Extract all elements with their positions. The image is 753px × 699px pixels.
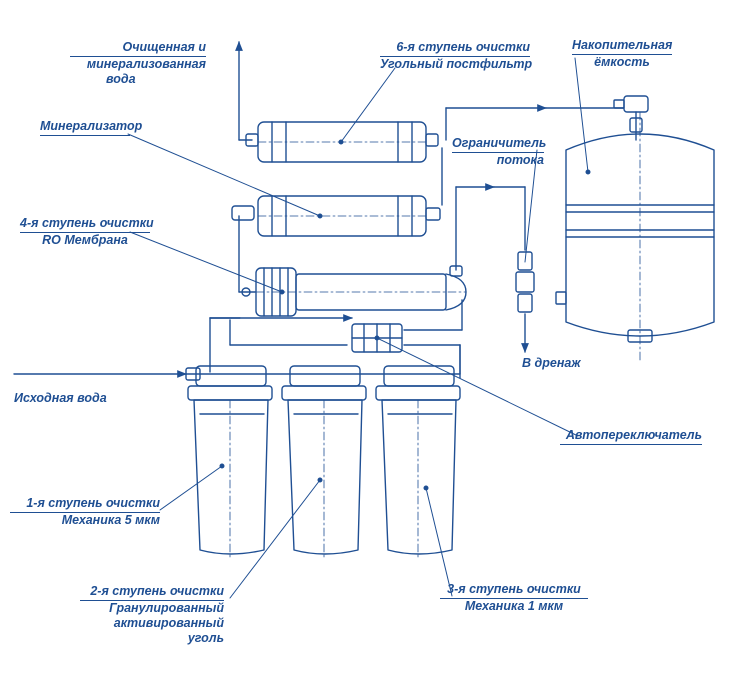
flow-restrictor [515,251,535,313]
label-stage2: 2-я ступень очистки Гранулированный акти… [80,584,224,646]
filter-housing-1 [185,365,273,561]
mineralizer [231,195,441,237]
auto-switch [351,323,403,353]
filter-housing-2 [281,365,367,561]
leader-lines [127,57,589,599]
label-source-water: Исходная вода [14,391,107,405]
label-storage-tank: Накопительная ёмкость [572,38,673,69]
ro-membrane [241,265,467,317]
label-stage6: 6-я ступень очистки Угольный постфильтр [380,40,533,71]
filter-housing-3 [375,365,461,561]
label-purified-water: Очищенная и минерализованная вода [70,40,206,87]
label-stage1: 1-я ступень очистки Механика 5 мкм [10,496,160,528]
label-mineralizer: Минерализатор [40,119,142,136]
label-auto-switch: Автопереключатель [560,428,702,445]
label-stage4: 4-я ступень очистки RO Мембрана [20,216,154,247]
pipes [13,41,637,379]
label-flow-restrictor: Ограничитель потока [452,136,547,167]
label-drain: В дренаж [522,356,581,370]
storage-tank [555,95,715,363]
label-stage3: 3-я ступень очистки Механика 1 мкм [440,582,588,614]
stage6-postfilter [245,121,439,163]
